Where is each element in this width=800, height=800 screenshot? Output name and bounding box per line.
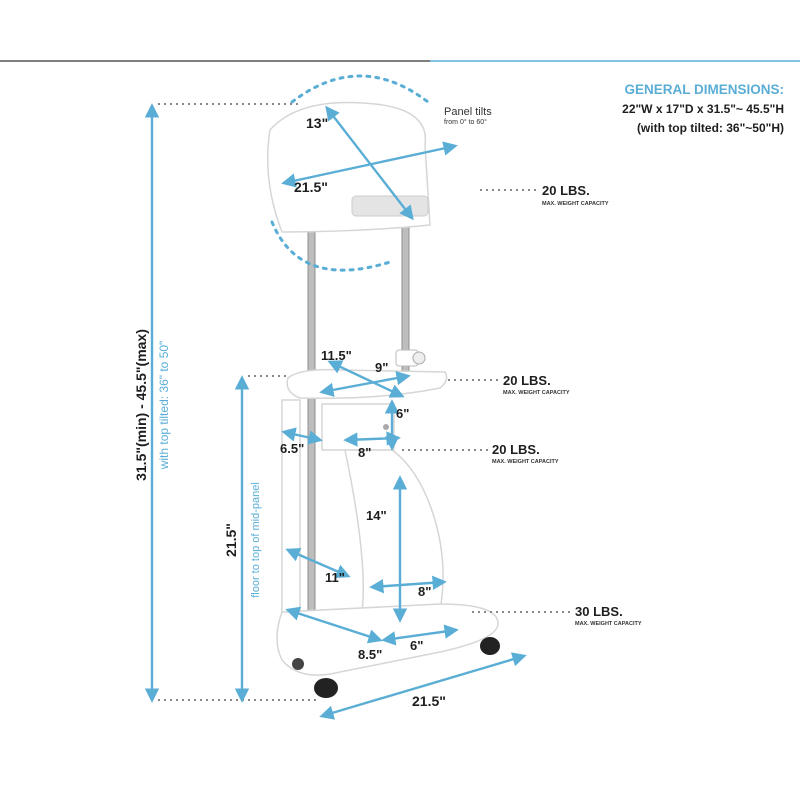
base-depth-label: 8.5": [358, 647, 382, 662]
tilt-arc-lower: [270, 220, 392, 272]
knob-dial: [412, 351, 426, 365]
tilt-arc-upper: [290, 74, 430, 104]
base-depth-line: [285, 606, 383, 644]
base-width-label: 6": [410, 638, 423, 653]
base-capacity-caption: MAX. WEIGHT CAPACITY: [575, 621, 642, 627]
drawer-depth-label: 6.5": [280, 441, 304, 456]
mid-capacity-caption: MAX. WEIGHT CAPACITY: [503, 390, 570, 396]
top-panel-ledge: [351, 195, 429, 217]
column-depth-line: [285, 547, 351, 579]
drawer-knob: [383, 424, 389, 430]
mid-height-caption: floor to top of mid-panel: [250, 482, 262, 598]
column-depth-label: 11": [325, 570, 345, 585]
column-height-label: 14": [366, 508, 387, 523]
base-capacity-value: 30 LBS.: [575, 604, 623, 619]
wheel-front-right: [480, 637, 500, 655]
drawer-depth-line: [281, 427, 323, 445]
overall-height-label: 31.5"(min) - 45.5"(max): [133, 329, 149, 481]
column-width-label: 8": [418, 584, 431, 599]
base-length-line: [319, 652, 527, 720]
wheel-front-left: [314, 678, 338, 698]
general-dimensions-line2: (with top tilted: 36"~50"H): [637, 121, 784, 135]
mid-width-line: [319, 371, 411, 397]
tilt-range-label: from 0° to 60°: [444, 118, 487, 126]
top-width-label: 21.5": [294, 179, 328, 195]
drawer-width-label: 8": [358, 445, 371, 460]
drawer-width-line: [343, 431, 401, 447]
base-length-label: 21.5": [412, 693, 446, 709]
top-depth-label: 13": [306, 115, 328, 131]
top-capacity-caption: MAX. WEIGHT CAPACITY: [542, 201, 609, 207]
top-width-line: [281, 141, 458, 188]
general-dimensions-line1: 22"W x 17"D x 31.5"~ 45.5"H: [622, 102, 784, 116]
overall-tilted-label: with top tilted: 36" to 50": [157, 341, 171, 471]
drawer-capacity-value: 20 LBS.: [492, 442, 540, 457]
mid-depth-label: 11.5": [321, 348, 352, 363]
top-capacity-value: 20 LBS.: [542, 183, 590, 198]
drawer-capacity-caption: MAX. WEIGHT CAPACITY: [492, 459, 559, 465]
base-width-line: [381, 624, 459, 646]
left-pole: [307, 224, 316, 636]
mid-width-label: 9": [375, 360, 388, 375]
general-dimensions-title: GENERAL DIMENSIONS:: [624, 82, 784, 97]
mid-capacity-value: 20 LBS.: [503, 373, 551, 388]
drawer-height-label: 6": [396, 406, 409, 421]
mid-height-label: 21.5": [223, 523, 239, 557]
wheel-back: [292, 658, 304, 670]
tilt-label: Panel tilts: [444, 106, 492, 118]
column-width-line: [369, 575, 447, 594]
